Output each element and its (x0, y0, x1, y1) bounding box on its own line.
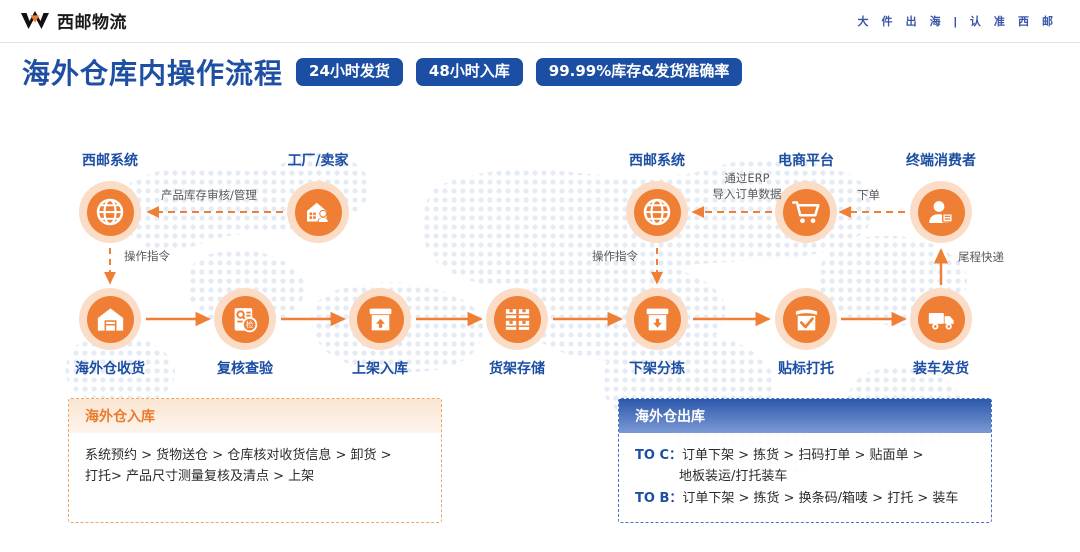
node-ring (775, 181, 837, 243)
node-label-pick: 下架分拣 (629, 361, 685, 377)
node-label-factory-seller: 工厂/卖家 (287, 153, 349, 169)
svg-text:检: 检 (245, 319, 253, 329)
globe-icon (633, 188, 681, 236)
node-ring: 检 (214, 288, 276, 350)
edge-label-inventory-review: 产品库存审核/管理 (161, 188, 257, 202)
node-ring (486, 288, 548, 350)
outbound-tag-toc: TO C： (635, 448, 682, 463)
inbound-line-1: 系统预约 > 货物送仓 > 仓库核对收货信息 > 卸货 > (85, 448, 392, 463)
edge-label-last-mile: 尾程快递 (958, 250, 1004, 264)
box-up-icon (356, 295, 404, 343)
shopping-cart-icon (782, 188, 830, 236)
edge-label-place-order: 下单 (857, 188, 880, 202)
node-label-dispatch: 装车发货 (913, 361, 969, 377)
globe-icon (86, 188, 134, 236)
node-ring (626, 181, 688, 243)
node-ring (626, 288, 688, 350)
top-divider (0, 42, 1080, 43)
node-label-store: 货架存储 (489, 361, 545, 377)
outbound-row-toc: TO C：订单下架 > 拣货 > 扫码打单 > 贴面单 > (635, 445, 977, 466)
edge-label-op-command-right: 操作指令 (592, 249, 638, 263)
outbound-row-toc-cont: 地板装运/打托装车 (679, 469, 788, 485)
outbound-info-box: 海外仓出库 TO C：订单下架 > 拣货 > 扫码打单 > 贴面单 > 地板装运… (618, 398, 992, 523)
node-label-shelve: 上架入库 (352, 361, 408, 377)
badge-2: 48小时入库 (415, 58, 523, 86)
outbound-row-tob: TO B：订单下架 > 拣货 > 换条码/箱唛 > 打托 > 装车 (635, 488, 977, 509)
outbound-text-tob: 订单下架 > 拣货 > 换条码/箱唛 > 打托 > 装车 (682, 490, 959, 506)
outbound-box-title: 海外仓出库 (619, 399, 991, 433)
tagline: 大 件 出 海 | 认 准 西 邮 (857, 16, 1058, 28)
box-down-icon (633, 295, 681, 343)
node-label-inspect: 复核查验 (217, 361, 273, 377)
factory-seller-icon (294, 188, 342, 236)
node-label-end-consumer: 终端消费者 (906, 153, 976, 169)
page-title: 海外仓库内操作流程 (22, 57, 284, 90)
outbound-tag-tob: TO B： (635, 490, 683, 506)
edge-label-erp-import: 通过ERP 导入订单数据 (712, 171, 782, 201)
top-bar: 西邮物流 大 件 出 海 | 认 准 西 邮 (0, 0, 1080, 43)
truck-icon (917, 295, 965, 343)
node-label-xiyou-system-left: 西邮系统 (82, 153, 138, 169)
node-ring (910, 288, 972, 350)
outbound-text-toc: 订单下架 > 拣货 > 扫码打单 > 贴面单 > (682, 448, 924, 463)
box-check-icon (782, 295, 830, 343)
outbound-box-body: TO C：订单下架 > 拣货 > 扫码打单 > 贴面单 > 地板装运/打托装车 … (619, 433, 991, 509)
inbound-box-body: 系统预约 > 货物送仓 > 仓库核对收货信息 > 卸货 > 打托> 产品尺寸测量… (69, 433, 441, 488)
node-label-ecommerce-platform: 电商平台 (778, 153, 834, 169)
node-label-xiyou-system-right: 西邮系统 (629, 153, 685, 169)
warehouse-icon (86, 295, 134, 343)
title-row: 海外仓库内操作流程 24小时发货 48小时入库 99.99%库存&发货准确率 (22, 52, 743, 92)
consumer-icon (917, 188, 965, 236)
logo-text: 西邮物流 (57, 13, 127, 33)
node-ring (287, 181, 349, 243)
inbound-line-2: 打托> 产品尺寸测量复核及清点 > 上架 (85, 469, 315, 485)
inspection-doc-icon: 检 (221, 295, 269, 343)
inbound-box-title: 海外仓入库 (69, 399, 441, 433)
node-ring (910, 181, 972, 243)
w-mark-logo-icon (20, 10, 50, 32)
inbound-info-box: 海外仓入库 系统预约 > 货物送仓 > 仓库核对收货信息 > 卸货 > 打托> … (68, 398, 442, 523)
node-ring (79, 181, 141, 243)
badge-1: 24小时发货 (296, 58, 403, 86)
edge-label-op-command-left: 操作指令 (124, 249, 170, 263)
badge-3: 99.99%库存&发货准确率 (535, 58, 743, 86)
node-label-receive: 海外仓收货 (75, 361, 145, 377)
node-ring (775, 288, 837, 350)
node-label-label-pallet: 贴标打托 (778, 361, 834, 377)
brand-logo[interactable]: 西邮物流 (20, 8, 127, 33)
node-ring (79, 288, 141, 350)
node-ring (349, 288, 411, 350)
shelf-boxes-icon (493, 295, 541, 343)
